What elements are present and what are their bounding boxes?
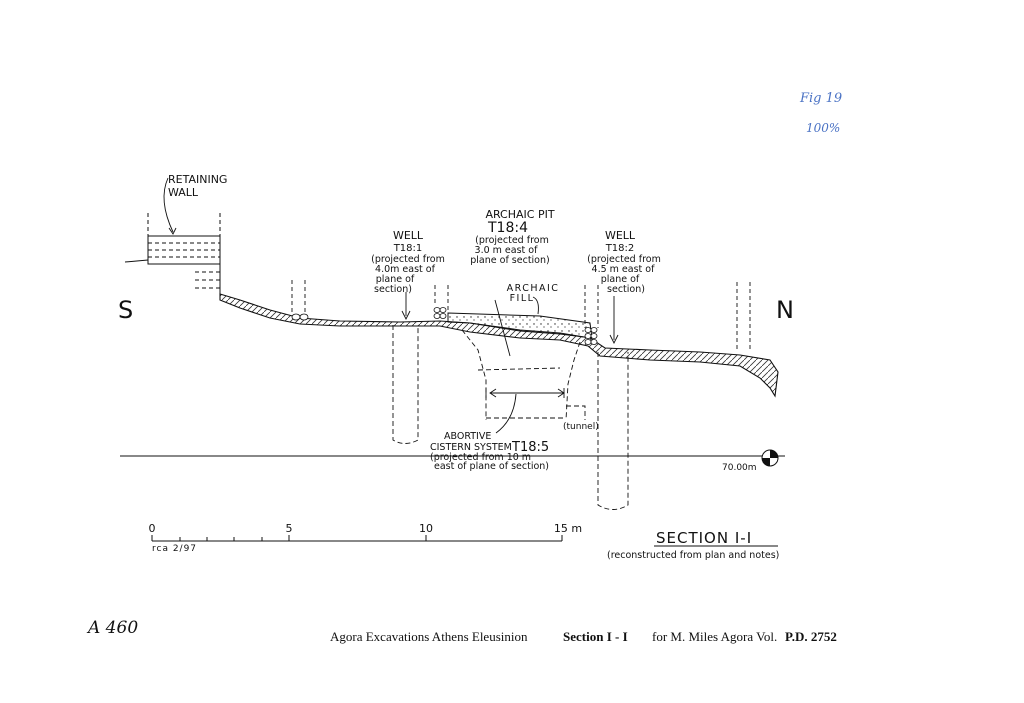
well-t18-1-label: WELL T18:1 (projected from 4.0m east of …	[371, 229, 445, 295]
retaining-wall-label: RETAINING WALL	[168, 173, 227, 199]
retaining-wall	[124, 213, 221, 294]
projection-markers	[291, 280, 751, 352]
svg-text:WELL: WELL	[393, 229, 424, 242]
north-label: N	[776, 296, 794, 324]
svg-text:section): section)	[607, 284, 645, 295]
scale-credit: rca 2/97	[152, 544, 197, 554]
svg-text:RETAINING: RETAINING	[168, 173, 227, 186]
svg-text:WELL: WELL	[605, 229, 636, 242]
well-t18-1-shaft	[392, 325, 419, 444]
archaic-fill-label: ARCHAIC FILL	[507, 283, 560, 304]
svg-text:T18:4: T18:4	[487, 220, 528, 236]
svg-text:T18:5: T18:5	[511, 440, 549, 455]
svg-text:east of plane of section): east of plane of section)	[434, 461, 549, 472]
cistern-label: ABORTIVE CISTERN SYSTEM T18:5 (projected…	[430, 431, 549, 472]
archaic-pit-outline	[461, 329, 586, 421]
svg-text:ARCHAIC PIT: ARCHAIC PIT	[485, 208, 554, 221]
svg-text:(projected from 10 m: (projected from 10 m	[430, 452, 531, 463]
archaic-fill-leader	[532, 296, 539, 315]
svg-text:4.5 m east of: 4.5 m east of	[592, 264, 656, 275]
svg-text:CISTERN SYSTEM: CISTERN SYSTEM	[430, 442, 512, 453]
svg-text:FILL: FILL	[510, 293, 535, 304]
well-t18-2-label: WELL T18:2 (projected from 4.5 m east of…	[587, 229, 661, 295]
caption-tail: for M. Miles Agora Vol.	[652, 629, 777, 644]
svg-text:15 m: 15 m	[554, 522, 582, 535]
svg-text:5: 5	[286, 522, 293, 535]
handnote-scale: 100%	[806, 121, 840, 135]
archaic-fill-layer	[447, 312, 593, 339]
svg-text:0: 0	[149, 522, 156, 535]
handnote-fig: Fig 19	[799, 91, 842, 106]
stones	[291, 307, 598, 345]
archaic-pit-label: ARCHAIC PIT T18:4 (projected from 3.0 m …	[470, 208, 555, 266]
datum-marker	[761, 449, 779, 467]
cistern-leader	[495, 393, 517, 434]
scale-labels: 0 5 10 15 m	[149, 522, 583, 535]
svg-text:(projected from: (projected from	[371, 254, 445, 265]
caption-section: Section I - I	[563, 629, 628, 644]
caption-pd: P.D. 2752	[785, 629, 837, 644]
svg-text:plane of section): plane of section)	[470, 255, 549, 266]
svg-text:WALL: WALL	[168, 186, 199, 199]
ground-profile	[219, 293, 779, 398]
retaining-wall-leader	[163, 177, 174, 233]
svg-text:(projected from: (projected from	[475, 235, 549, 246]
datum-elevation: 70.00m	[722, 463, 757, 473]
svg-text:3.0 m east of: 3.0 m east of	[475, 245, 539, 256]
svg-text:ARCHAIC: ARCHAIC	[507, 283, 560, 294]
svg-text:T18:2: T18:2	[605, 243, 635, 254]
section-title: SECTION I-I	[656, 529, 752, 547]
svg-text:plane of: plane of	[601, 274, 640, 285]
south-label: S	[118, 296, 133, 324]
svg-text:section): section)	[374, 284, 412, 295]
section-subtitle: (reconstructed from plan and notes)	[607, 550, 779, 561]
cistern-dimension	[485, 388, 565, 398]
svg-text:(projected from: (projected from	[587, 254, 661, 265]
scale-bar	[151, 535, 563, 542]
svg-text:plane of: plane of	[376, 274, 415, 285]
svg-text:T18:1: T18:1	[393, 243, 423, 254]
caption: Agora Excavations Athens Eleusinion Sect…	[330, 629, 837, 644]
catalog-number: A 460	[86, 618, 138, 638]
svg-text:4.0m east of: 4.0m east of	[375, 264, 436, 275]
pit-leader	[494, 299, 511, 357]
well-t18-2-shaft	[597, 352, 629, 510]
caption-main: Agora Excavations Athens Eleusinion	[330, 629, 528, 644]
svg-text:10: 10	[419, 522, 433, 535]
tunnel-label: (tunnel)	[563, 422, 599, 432]
svg-text:ABORTIVE: ABORTIVE	[444, 431, 491, 442]
